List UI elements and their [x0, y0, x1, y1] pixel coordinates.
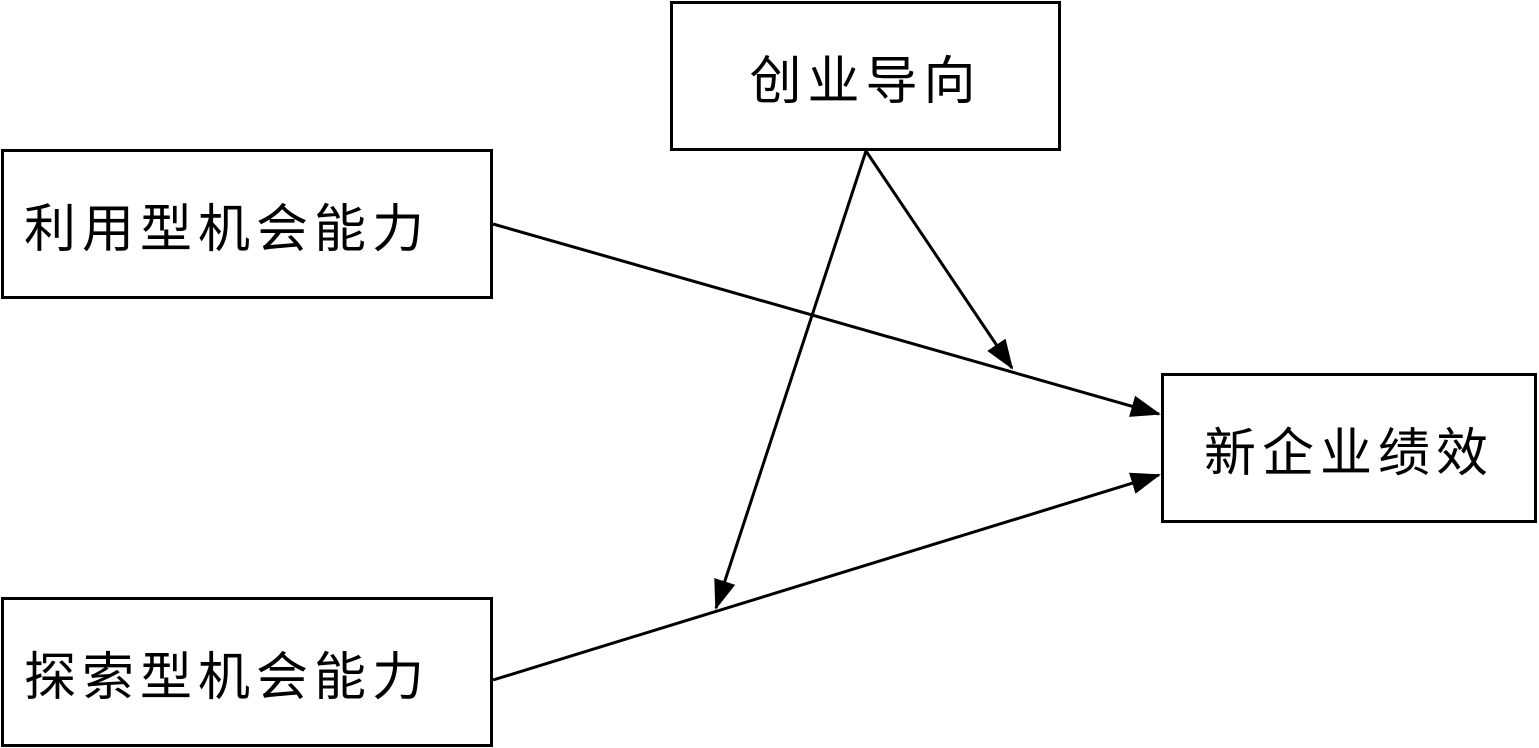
node-label: 利用型机会能力: [24, 199, 431, 260]
node-new-venture-performance: 新企业绩效: [1161, 373, 1537, 523]
node-label: 创业导向: [749, 51, 982, 112]
node-label: 新企业绩效: [1203, 423, 1494, 484]
node-exploitative-opportunity-capability: 利用型机会能力: [1, 149, 493, 299]
edge-exploit-to-performance: [492, 222, 1161, 417]
edge-eo-moderates-explore-path: [714, 150, 868, 610]
edge-explore-to-performance: [492, 472, 1161, 682]
node-entrepreneurial-orientation: 创业导向: [670, 1, 1061, 151]
node-label: 探索型机会能力: [24, 647, 431, 708]
edge-eo-moderates-exploit-path: [864, 150, 1014, 370]
node-exploratory-opportunity-capability: 探索型机会能力: [1, 597, 493, 747]
